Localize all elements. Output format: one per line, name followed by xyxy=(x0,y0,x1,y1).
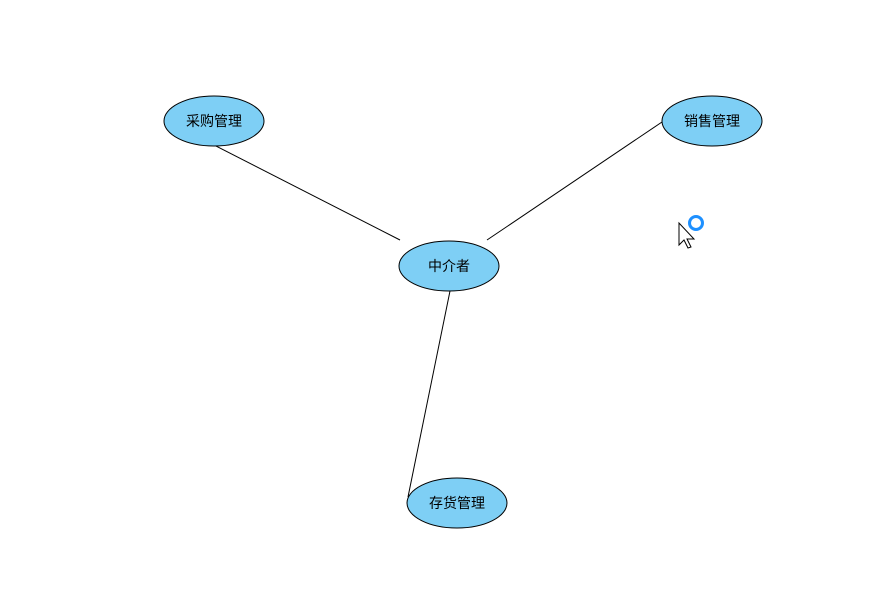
edge-sales-mediator xyxy=(486,121,663,241)
node-purchase[interactable]: 采购管理 xyxy=(163,95,265,147)
node-sales-label: 销售管理 xyxy=(684,114,740,130)
node-purchase-shape[interactable] xyxy=(163,95,265,147)
node-inventory-label: 存货管理 xyxy=(429,495,485,512)
edge-mediator-inventory xyxy=(407,290,451,498)
busy-pointer-icon xyxy=(678,215,704,249)
node-inventory[interactable]: 存货管理 xyxy=(406,477,508,529)
node-purchase-label: 采购管理 xyxy=(186,114,242,130)
node-mediator-label: 中介者 xyxy=(428,259,470,275)
arrow-pointer-icon xyxy=(678,221,696,249)
node-inventory-shape[interactable] xyxy=(406,477,508,529)
busy-ring-icon xyxy=(688,215,704,231)
node-sales[interactable]: 销售管理 xyxy=(661,95,763,147)
node-mediator[interactable]: 中介者 xyxy=(398,240,500,292)
node-mediator-shape[interactable] xyxy=(398,240,500,292)
node-sales-shape[interactable] xyxy=(661,95,763,147)
